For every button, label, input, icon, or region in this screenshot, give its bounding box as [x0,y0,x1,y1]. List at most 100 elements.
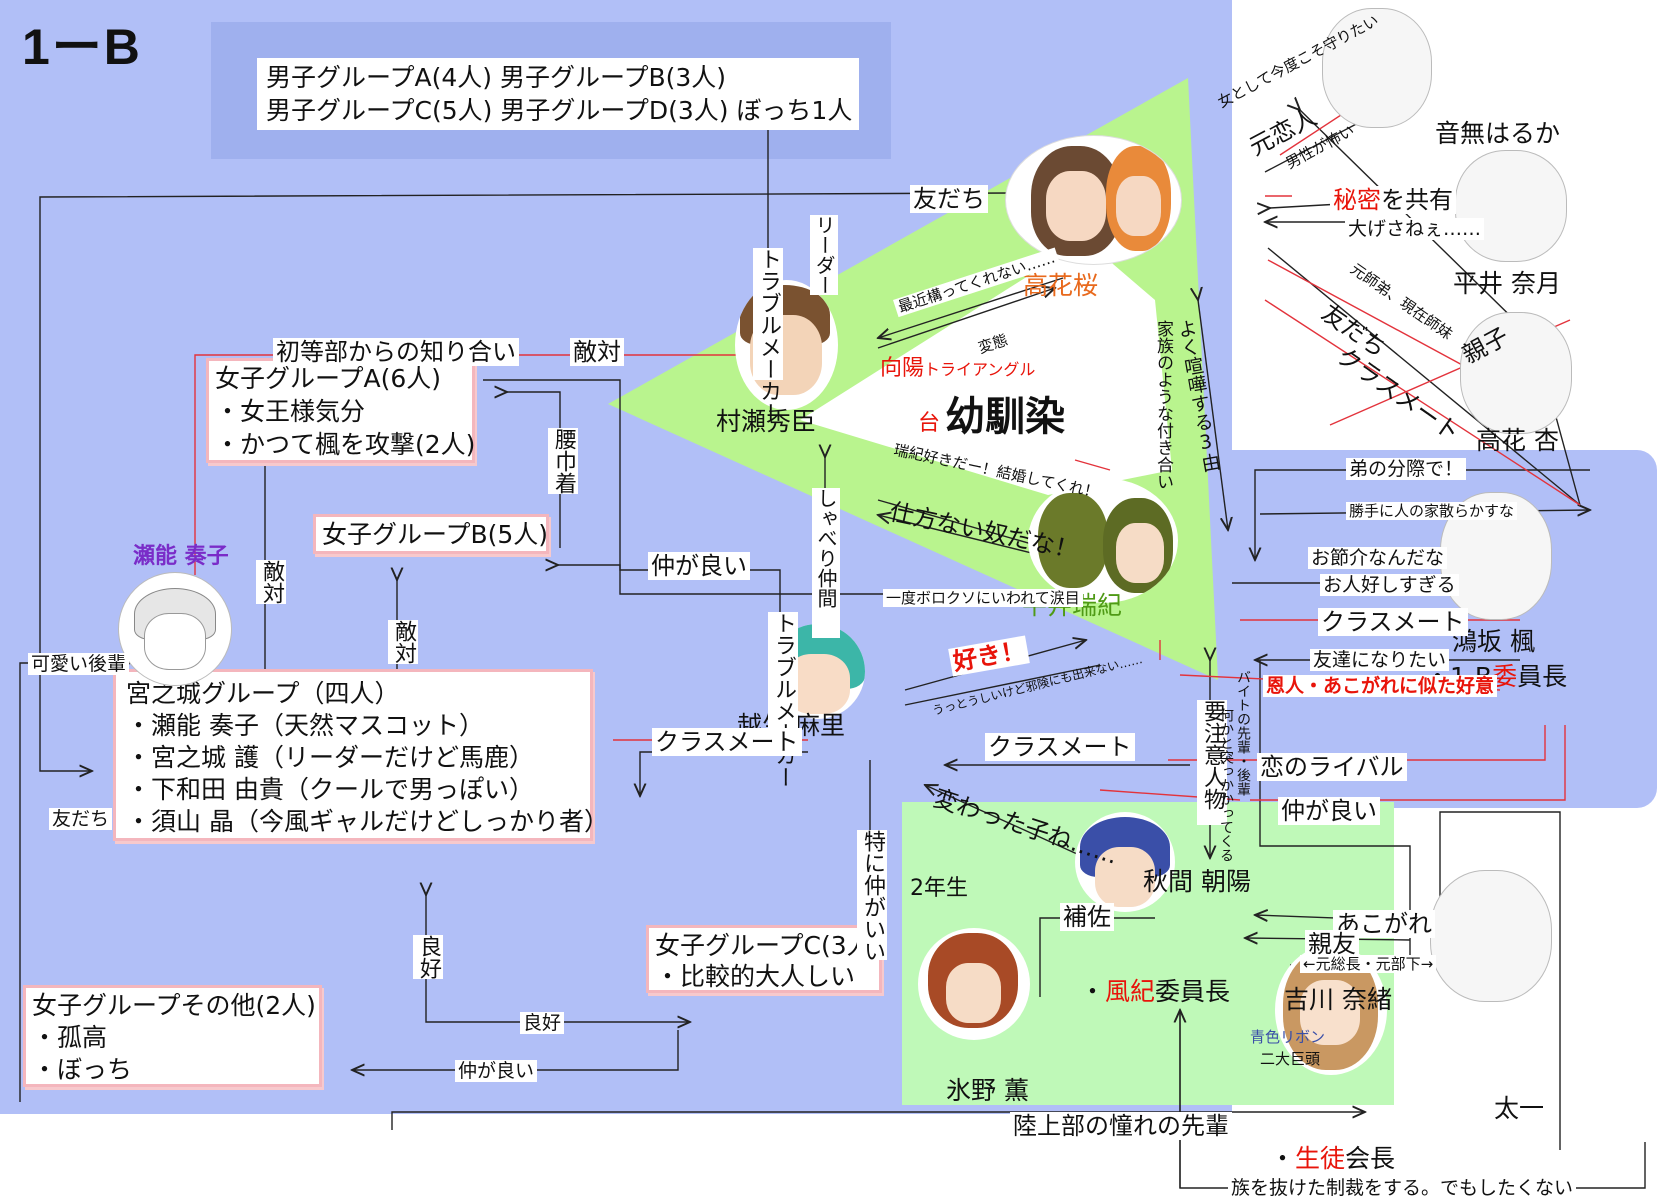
girls-group-other-item1: ・孤高 [32,1023,108,1052]
label-classmate3: クラスメート [1318,608,1468,636]
seito-role-suffix: 会長 [1345,1144,1396,1173]
line-otouto [1255,469,1590,560]
fuki-role: ・風紀委員長 [1080,978,1230,1006]
triangle-caption-line2: 台 幼馴染 [918,384,1065,442]
label-leader: リーダー [810,215,838,295]
label-tomodachi-naritai: 友達になりたい [1310,649,1450,671]
label-ryoukou2: 良好 [520,1012,565,1034]
name-taichi: 太一 [1494,1094,1545,1123]
portrait-akima [1075,812,1175,912]
boys-groups-box: 男子グループA(4人) 男子グループB(3人) 男子グループC(5人) 男子グル… [257,58,859,130]
label-tokuni: 特に仲がいい [857,830,887,962]
label-himitsu-red: 秘密 [1333,186,1381,214]
seito-role-prefix: ・ [1270,1144,1296,1173]
miyanojo-item1: ・瀬能 奏子（天然マスコット） [126,711,484,740]
triangle-caption-main: 幼馴染 [945,393,1066,440]
label-zoku: 族を抜けた制裁をする。でもしたくない [1228,1177,1577,1199]
name-haruka: 音無はるか [1435,119,1561,148]
label-trouble-maker1: トラブルメーカー [753,248,783,424]
label-himitsu-rest: を共有 [1381,186,1453,214]
miyanojo-item3: ・下和田 由貴（クールで男っぽい） [126,775,534,804]
triangle-caption: 向陽トライアングル [880,355,1035,384]
line-utto [904,664,1101,706]
kaede-role-suffix: 員長 [1517,662,1568,691]
portrait-kaoru [918,928,1030,1040]
name-kaoru: 氷野 薫 [946,1076,1029,1105]
seito-role-red: 生徒 [1295,1144,1346,1173]
label-otouto: 弟の分際で！ [1346,458,1467,480]
label-youchuui: 要注意人物 [1197,700,1227,825]
miyanojo-item4: ・須山 晶（今風ギャルだけどしっかり者） [126,807,609,836]
label-classmate2: クラスメート [985,733,1135,761]
class-title: 1ーB [22,19,142,75]
triangle-caption-prefix2: 台 [918,411,941,436]
line-friends-top [39,193,1012,771]
boys-groups-line1: 男子グループA(4人) 男子グループB(3人) [266,63,727,92]
girls-group-a-box: 女子グループA(6人) ・女王様気分 ・かつて楓を攻撃(2人) [206,358,475,463]
label-tomodachi-top: 友だち [910,185,988,213]
label-motosou: ←元総長・元部下→ [1300,955,1437,973]
miyanojo-item2: ・宮之城 護（リーダーだけど馬鹿） [126,743,534,772]
name-kyou: 高花 杏 [1476,426,1559,455]
red-kazoku [1074,459,1111,471]
girls-group-a-item1: ・女王様気分 [215,397,366,426]
label-koi-rival: 恋のライバル [1257,753,1407,781]
label-shinyuu: 親友 [1305,930,1359,958]
label-shotoubu: 初等部からの知り合い [273,338,519,366]
label-shaberi: しゃべり仲間 [812,488,840,638]
name-sakura: 高花桜 [1023,271,1099,300]
label-rikujoubu: 陸上部の憧れの先輩 [1010,1112,1232,1140]
girls-group-c-box: 女子グループC(3人) ・比較的大人しい [646,925,882,993]
label-osekkai: お節介なんだな [1308,547,1448,569]
label-kawaii-kouhai: 可愛い後輩 [28,653,130,675]
label-aoiro: 青色リボン [1250,1028,1326,1046]
name-akima: 秋間 朝陽 [1143,867,1251,896]
portrait-mizuki [1028,478,1178,603]
label-tekitai1: 敵対 [570,338,624,366]
label-trouble-maker2: トラブルメーカー [768,612,798,788]
label-koshimaki: 腰巾着 [548,428,578,494]
label-onjin: 恩人・あこがれに似た好意 [1263,675,1498,697]
portrait-kanako [118,572,232,686]
label-himitsu: 秘密を共有 [1330,186,1456,214]
label-tekitai3: 敵対 [388,620,418,664]
line-moto-shitei [1267,247,1581,506]
label-hosa: 補佐 [1060,903,1114,931]
sketch-taichi [1430,870,1552,1002]
girls-group-c-title: 女子グループC(3人) [655,931,882,960]
red-moto-shitei [1267,259,1491,381]
girls-group-other-title: 女子グループその他(2人) [32,991,316,1020]
red-tomodachi-diag [1264,299,1581,506]
girls-group-other-box: 女子グループその他(2人) ・孤高 ・ぼっち [23,985,322,1087]
miyanojo-group-box: 宮之城グループ（四人） ・瀬能 奏子（天然マスコット） ・宮之城 護（リーダーだ… [113,669,609,841]
name-natsuki: 平井 奈月 [1453,269,1561,298]
girls-group-a-item2: ・かつて楓を攻撃(2人) [215,430,476,459]
name-yoshikawa: 吉川 奈緒 [1284,985,1392,1014]
girls-group-b-box: 女子グループB(5人) [313,514,549,554]
label-classmate1: クラスメート [652,728,802,756]
fuki-role-prefix: ・ [1080,977,1106,1006]
girls-group-a-title: 女子グループA(6人) [215,364,442,393]
label-tomodachi-left: 友だち [49,808,113,830]
label-nakagaii2: 仲が良い [1278,797,1380,825]
line-saikin [878,277,1064,338]
line-nakagaii-b [558,565,781,650]
fuki-role-suffix: 委員長 [1155,977,1231,1006]
label-baito: バイトの先輩・後輩 [1235,670,1251,796]
line-hosa [1039,917,1155,997]
fuki-role-red: 風紀 [1105,977,1156,1006]
label-oogesa: 大げさねぇ…… [1345,218,1485,240]
miyanojo-title: 宮之城グループ（四人） [126,679,400,708]
label-ohitoyoshi: お人好しすぎる [1320,574,1459,596]
second-year-label: 2年生 [910,876,968,901]
girls-group-c-item1: ・比較的大人しい [655,962,856,991]
sketch-kyou [1460,312,1572,434]
line-kazoku [1198,300,1228,530]
girls-group-b-title: 女子グループB(5人) [322,520,549,549]
label-nakagaii1: 仲が良い [648,552,750,580]
label-nanika: 何かと突っかかってくる [1218,708,1234,862]
label-katteni: 勝手に人の家散らかすな [1346,502,1518,520]
triangle-caption-suffix1: トライアングル [924,360,1036,379]
label-nidai: 二大巨頭 [1260,1050,1321,1068]
sketch-haruka [1322,8,1432,128]
